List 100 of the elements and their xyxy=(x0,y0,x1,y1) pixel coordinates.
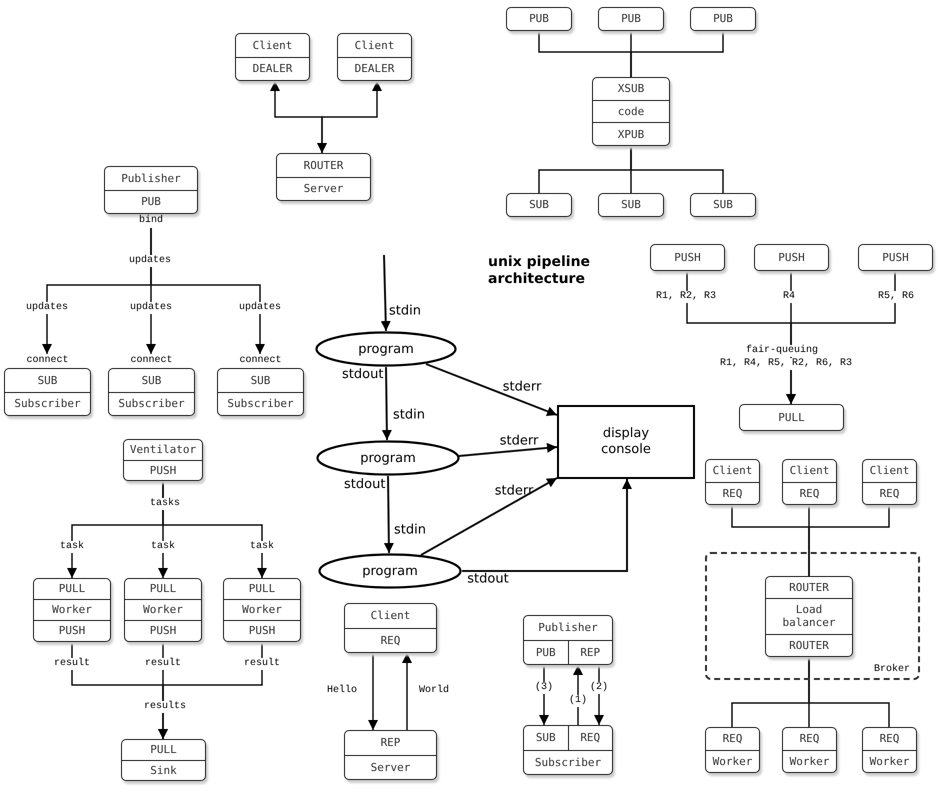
socket-box xyxy=(862,727,917,773)
socket-label: ROUTER xyxy=(788,638,830,654)
broker-boundary xyxy=(705,552,920,680)
socket-label: Client xyxy=(354,38,396,54)
socket-label: REQ xyxy=(798,486,820,502)
socket-box xyxy=(124,578,202,642)
console-box xyxy=(557,405,695,479)
socket-box xyxy=(862,459,917,505)
socket-box xyxy=(276,153,371,201)
socket-label: Client xyxy=(788,463,830,480)
edge-label: stdin xyxy=(388,304,422,318)
connector-arrow xyxy=(158,642,263,739)
socket-label: PULL xyxy=(148,581,178,598)
connector-arrow xyxy=(368,653,378,730)
socket-box xyxy=(337,33,412,81)
flow-label: fair-queuing xyxy=(745,345,819,357)
port-label: connect xyxy=(239,354,282,368)
socket-label: PUB xyxy=(712,11,734,28)
socket-label: PULL xyxy=(248,581,276,598)
socket-label: Client xyxy=(712,463,754,480)
port-label: connect xyxy=(26,354,68,368)
socket-label: PULL xyxy=(777,410,806,426)
edge-label: stderr xyxy=(502,380,542,394)
flow-label: R1, R4, R5, R2, R6, R3 xyxy=(718,358,854,370)
socket-label: Subscriber xyxy=(226,396,295,412)
socket-label: REQ xyxy=(568,726,612,750)
socket-label: PUSH xyxy=(58,623,86,640)
connector-arrow xyxy=(150,228,265,354)
socket-box xyxy=(739,404,844,431)
socket-label: SUB xyxy=(36,372,58,389)
connector-arrow xyxy=(458,442,558,457)
socket-label: SUB xyxy=(712,197,734,214)
socket-label: Client xyxy=(252,38,294,54)
socket-label: PUB xyxy=(620,11,642,28)
socket-label: PUSH xyxy=(777,250,806,266)
edge-label: (2) xyxy=(589,682,609,694)
socket-label: Load balancer xyxy=(782,602,836,632)
socket-box xyxy=(650,244,725,271)
socket-label: Worker xyxy=(51,602,93,618)
connector-arrow xyxy=(382,366,392,440)
edge-label: R5, R6 xyxy=(877,291,915,303)
socket-label: PUB xyxy=(534,644,557,661)
socket-box xyxy=(858,244,933,271)
socket-label: Sink xyxy=(149,762,178,779)
socket-box xyxy=(523,725,613,775)
flow-label: tasks xyxy=(149,498,181,510)
socket-label: PUSH xyxy=(881,250,910,266)
socket-box xyxy=(598,7,664,31)
socket-label: PUSH xyxy=(673,250,702,266)
socket-label: SUB xyxy=(534,730,557,746)
flow-label: results xyxy=(143,701,187,713)
socket-label: Worker xyxy=(712,754,754,770)
socket-box xyxy=(344,603,437,653)
process-ellipse xyxy=(318,553,462,589)
connector-arrow xyxy=(384,476,394,554)
console-label: display console xyxy=(600,426,652,458)
edge-label: R4 xyxy=(782,291,796,303)
socket-label: XPUB xyxy=(616,126,646,143)
edge-label: task xyxy=(150,541,176,553)
stream-label: stdout xyxy=(342,367,384,382)
connector-line xyxy=(808,657,890,727)
edge-label: task xyxy=(59,541,85,553)
diagram-heading: unix pipeline architecture xyxy=(487,254,592,288)
socket-box xyxy=(506,7,572,31)
edge-label: updates xyxy=(238,302,282,314)
socket-box xyxy=(705,727,760,773)
socket-label: DEALER xyxy=(252,61,294,78)
socket-label: Subscriber xyxy=(13,396,82,412)
socket-label: REQ xyxy=(798,731,820,748)
process-label: program xyxy=(362,564,418,578)
socket-label: Worker xyxy=(788,754,830,770)
socket-label: ROUTER xyxy=(788,580,830,596)
socket-label: PUSH xyxy=(248,623,276,640)
edge-label: result xyxy=(243,658,281,670)
socket-box xyxy=(223,578,301,642)
socket-label: ROUTER xyxy=(302,158,344,174)
socket-label: SUB xyxy=(140,372,162,389)
socket-label: PUSH xyxy=(148,462,178,479)
socket-box xyxy=(123,439,203,481)
connector-arrow xyxy=(420,477,558,556)
stream-label: stdout xyxy=(344,477,386,492)
socket-box xyxy=(33,578,111,642)
edge-label: (1) xyxy=(568,695,588,707)
connector-line xyxy=(630,146,724,193)
edge-label: (3) xyxy=(534,682,554,694)
socket-label: Ventilator xyxy=(128,442,198,458)
socket-label: REP xyxy=(380,735,402,752)
edge-label: updates xyxy=(129,302,173,314)
connector-line xyxy=(808,505,890,576)
socket-label: REQ xyxy=(878,486,900,502)
socket-box xyxy=(782,459,837,505)
socket-label: SUB xyxy=(250,372,272,389)
connector-arrow xyxy=(462,479,632,572)
socket-label: Worker xyxy=(142,602,184,618)
edge-label: stderr xyxy=(494,484,534,498)
socket-label: PUB xyxy=(140,194,162,210)
socket-box xyxy=(592,77,670,146)
socket-label: REQ xyxy=(722,486,744,502)
socket-label: code xyxy=(616,104,646,120)
socket-label: REP xyxy=(568,640,612,664)
